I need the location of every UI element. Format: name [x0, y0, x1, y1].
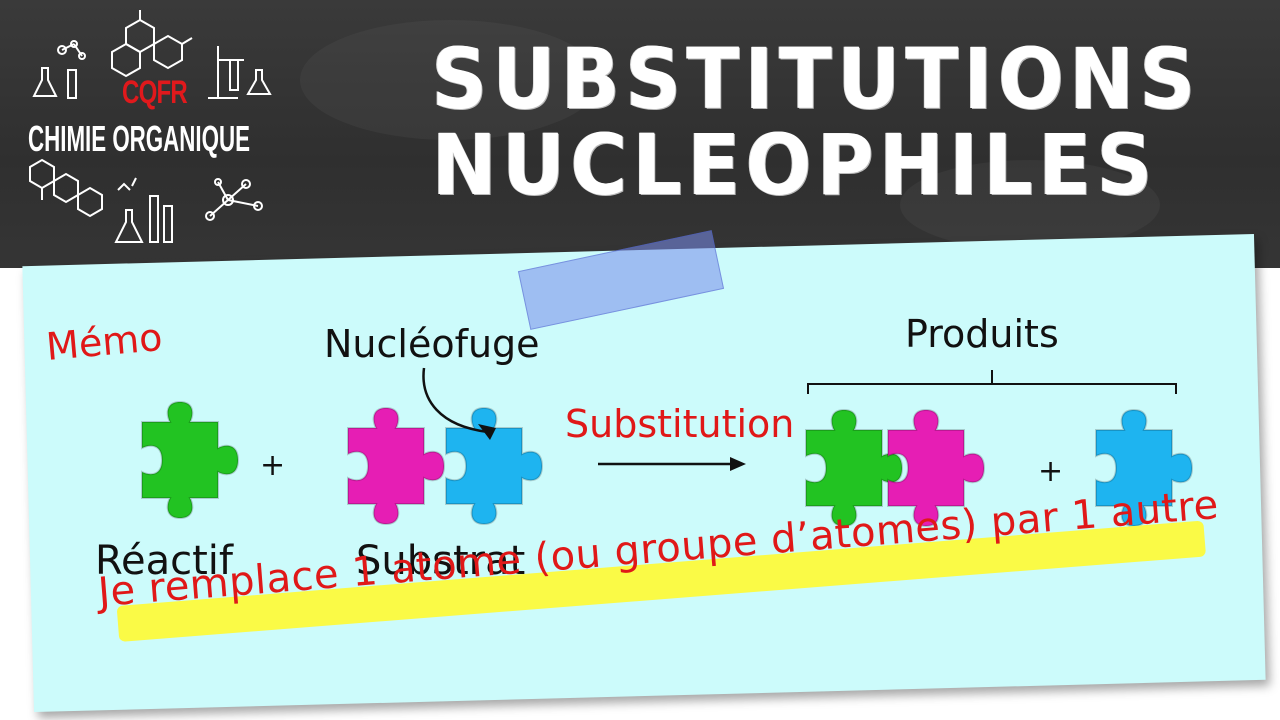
plus-sign: + — [260, 448, 286, 483]
cqfr-logo: CQFR CHIMIE ORGANIQUE — [22, 10, 277, 255]
produits-label: Produits — [905, 312, 1059, 356]
title-line-2: NUCLEOPHILES — [432, 116, 1158, 214]
reactif-label: Réactif — [95, 538, 233, 584]
title-line-1: SUBSTITUTIONS — [431, 30, 1201, 128]
substitution-label: Substitution — [565, 402, 795, 446]
plus-sign: + — [1038, 454, 1064, 489]
logo-cqfr-text: CQFR — [122, 74, 188, 110]
chalkboard-banner: CQFR CHIMIE ORGANIQUE SUBSTITUTIONS NUCL… — [0, 0, 1280, 268]
nucleofuge-label: Nucléofuge — [324, 322, 540, 366]
chalk-smudge — [900, 160, 1160, 250]
logo-subtitle: CHIMIE ORGANIQUE — [28, 118, 250, 159]
chemistry-doodles-icon — [29, 10, 272, 243]
page-title: SUBSTITUTIONS NUCLEOPHILES — [400, 30, 1201, 214]
chalk-smudge — [300, 20, 600, 140]
